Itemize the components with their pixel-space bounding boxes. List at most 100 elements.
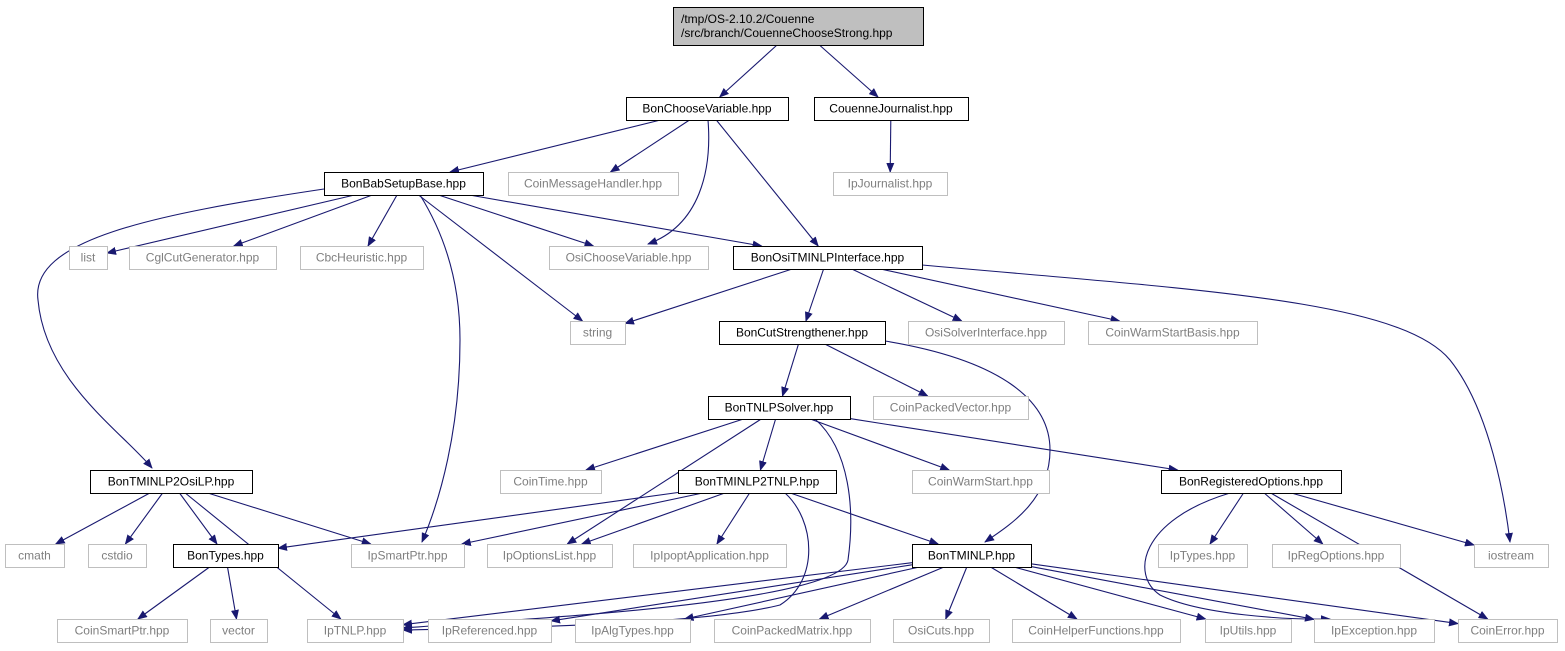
node-iptypes: IpTypes.hpp	[1158, 544, 1248, 568]
node-label-iptypes: IpTypes.hpp	[1170, 549, 1236, 563]
node-coinmessagehandler: CoinMessageHandler.hpp	[508, 172, 679, 196]
node-box-iptnlp	[307, 619, 404, 643]
node-box-ipsmartptr	[351, 544, 465, 568]
edge-bonositminlpinterface-to-osisolverinterface	[851, 268, 963, 322]
node-label-bontminlp2osilp: BonTMINLP2OsiLP.hpp	[108, 475, 235, 489]
edge-bonregisteredoptions-to-ipregoptions	[1263, 492, 1324, 545]
edge-bontnlpsolver-to-bonregisteredoptions	[849, 418, 1179, 473]
node-label-osisolverinterface: OsiSolverInterface.hpp	[925, 326, 1047, 340]
node-box-couennejournalist	[814, 97, 969, 121]
node-bonbabsetupbase[interactable]: BonBabSetupBase.hpp	[324, 172, 484, 196]
node-label-iputils: IpUtils.hpp	[1220, 624, 1277, 638]
edge-bonbabsetupbase-to-osichoosevariable	[438, 194, 595, 247]
node-label-ipoptionslist: IpOptionsList.hpp	[503, 549, 597, 563]
edge-bonositminlpinterface-to-string	[624, 268, 793, 325]
node-box-coinpackedvector	[873, 396, 1029, 420]
node-box-coinwarmstart	[912, 470, 1050, 494]
node-bontypes[interactable]: BonTypes.hpp	[173, 544, 279, 568]
node-label-root-line-1: /tmp/OS-2.10.2/Couenne	[681, 12, 815, 26]
node-bonchoosevariable[interactable]: BonChooseVariable.hpp	[626, 97, 789, 121]
edge-root-to-couennejournalist	[819, 44, 879, 98]
node-box-coinmessagehandler	[508, 172, 679, 196]
nodes-layer: /tmp/OS-2.10.2/Couenne/src/branch/Couenn…	[5, 7, 1558, 643]
node-box-coinpackedmatrix	[714, 619, 871, 643]
node-label-ipjournalist: IpJournalist.hpp	[848, 177, 933, 191]
node-iputils: IpUtils.hpp	[1205, 619, 1292, 643]
edge-bontminlp2osilp-to-cstdio	[124, 492, 164, 545]
node-label-ipexception: IpException.hpp	[1331, 624, 1417, 638]
node-ipipoptapplication: IpIpoptApplication.hpp	[633, 544, 787, 568]
node-cbcheuristic: CbcHeuristic.hpp	[300, 246, 424, 270]
edge-bonositminlpinterface-to-iostream	[921, 264, 1513, 543]
node-boncutstrengthener[interactable]: BonCutStrengthener.hpp	[719, 321, 886, 345]
node-root[interactable]: /tmp/OS-2.10.2/Couenne/src/branch/Couenn…	[673, 7, 924, 46]
node-couennejournalist[interactable]: CouenneJournalist.hpp	[814, 97, 969, 121]
edge-bonchoosevariable-to-bonbabsetupbase	[449, 119, 661, 174]
node-vector: vector	[210, 619, 268, 643]
node-bonositminlpinterface[interactable]: BonOsiTMINLPInterface.hpp	[733, 246, 923, 270]
node-label-ipalgtypes: IpAlgTypes.hpp	[591, 624, 674, 638]
node-box-root	[673, 7, 924, 46]
node-label-bonbabsetupbase: BonBabSetupBase.hpp	[341, 177, 466, 191]
node-ipexception: IpException.hpp	[1314, 619, 1435, 643]
node-bontnlpsolver[interactable]: BonTNLPSolver.hpp	[708, 396, 851, 420]
node-box-ipjournalist	[833, 172, 948, 196]
node-label-cbcheuristic: CbcHeuristic.hpp	[316, 251, 408, 265]
node-label-ipipoptapplication: IpIpoptApplication.hpp	[650, 549, 769, 563]
node-label-bonregisteredoptions: BonRegisteredOptions.hpp	[1179, 475, 1323, 489]
node-ipregoptions: IpRegOptions.hpp	[1272, 544, 1401, 568]
node-label-string: string	[583, 326, 612, 340]
edge-bonchoosevariable-to-bonositminlpinterface	[715, 119, 819, 247]
node-box-ipipoptapplication	[633, 544, 787, 568]
node-coinsmartptr: CoinSmartPtr.hpp	[57, 619, 188, 643]
edge-couennejournalist-to-ipjournalist	[886, 119, 895, 173]
edge-bontminlp-to-iptnlp	[402, 562, 913, 628]
node-coinwarmstartbasis: CoinWarmStartBasis.hpp	[1088, 321, 1258, 345]
node-box-bontypes	[173, 544, 279, 568]
edge-bonbabsetupbase-to-bontminlp2osilp	[37, 188, 325, 469]
node-iptnlp: IpTNLP.hpp	[307, 619, 404, 643]
node-coinpackedmatrix: CoinPackedMatrix.hpp	[714, 619, 871, 643]
edge-bontminlp-to-osicuts	[945, 566, 968, 620]
node-label-coinpackedvector: CoinPackedVector.hpp	[890, 401, 1012, 415]
edge-bontminlp2tnlp-to-ipoptionslist	[580, 492, 725, 545]
node-label-boncutstrengthener: BonCutStrengthener.hpp	[736, 326, 868, 340]
node-cglcutgenerator: CglCutGenerator.hpp	[129, 246, 277, 270]
node-bontminlp2osilp[interactable]: BonTMINLP2OsiLP.hpp	[90, 470, 253, 494]
edge-bontypes-to-coinsmartptr	[137, 566, 210, 620]
node-label-bontminlp: BonTMINLP.hpp	[928, 549, 1015, 563]
node-box-cointime	[500, 470, 602, 494]
edge-bontminlp-to-coinhelperfunctions	[990, 566, 1078, 620]
edge-bontnlpsolver-to-bontminlp2tnlp	[759, 418, 777, 471]
edge-bonregisteredoptions-to-iptypes	[1209, 492, 1244, 545]
node-box-ipexception	[1314, 619, 1435, 643]
node-bontminlp2tnlp[interactable]: BonTMINLP2TNLP.hpp	[678, 470, 837, 494]
node-label-coinerror: CoinError.hpp	[1470, 624, 1544, 638]
node-bontminlp[interactable]: BonTMINLP.hpp	[912, 544, 1032, 568]
node-osisolverinterface: OsiSolverInterface.hpp	[908, 321, 1065, 345]
node-box-boncutstrengthener	[719, 321, 886, 345]
node-label-bonositminlpinterface: BonOsiTMINLPInterface.hpp	[751, 251, 905, 265]
edge-bontminlp-to-ipexception	[1030, 566, 1315, 622]
edge-bontminlp2osilp-to-bontypes	[179, 492, 218, 545]
node-box-cbcheuristic	[300, 246, 424, 270]
edge-bonbabsetupbase-to-bonositminlpinterface	[469, 194, 763, 249]
node-ipjournalist: IpJournalist.hpp	[833, 172, 948, 196]
node-label-ipregoptions: IpRegOptions.hpp	[1288, 549, 1385, 563]
edge-bonbabsetupbase-to-list	[106, 194, 355, 255]
edge-boncutstrengthener-to-coinpackedvector	[824, 343, 929, 397]
node-label-bontminlp2tnlp: BonTMINLP2TNLP.hpp	[695, 475, 820, 489]
node-box-osisolverinterface	[908, 321, 1065, 345]
node-box-coinerror	[1458, 619, 1558, 643]
node-box-coinwarmstartbasis	[1088, 321, 1258, 345]
node-list: list	[69, 246, 108, 270]
node-iostream: iostream	[1474, 544, 1549, 568]
node-box-bonregisteredoptions	[1161, 470, 1342, 494]
node-label-iostream: iostream	[1488, 549, 1534, 563]
node-box-iputils	[1205, 619, 1292, 643]
node-box-bontnlpsolver	[708, 396, 851, 420]
edge-bonositminlpinterface-to-coinwarmstartbasis	[880, 268, 1121, 323]
edge-bontminlp2tnlp-to-bontypes	[277, 491, 679, 551]
node-bonregisteredoptions[interactable]: BonRegisteredOptions.hpp	[1161, 470, 1342, 494]
node-box-osicuts	[893, 619, 990, 643]
